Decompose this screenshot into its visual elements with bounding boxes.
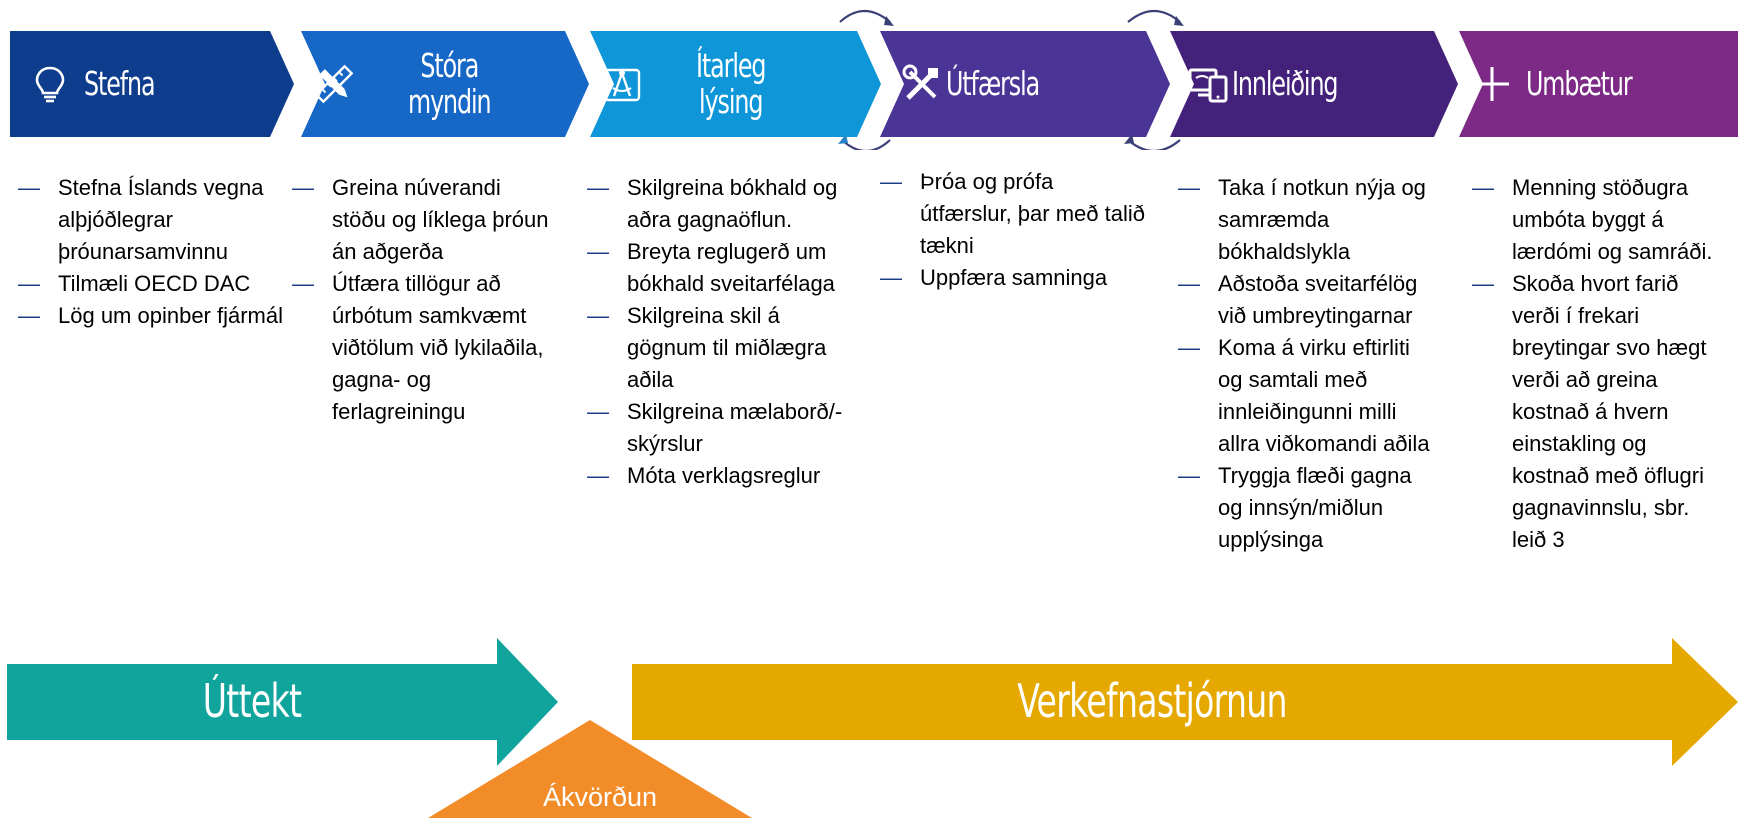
bullet-item: Skilgreina bókhald og aðra gagnaöflun. xyxy=(587,172,855,236)
bullet-item: Skilgreina skil á gögnum til miðlægra að… xyxy=(587,300,855,396)
bullet-item: Þróa og prófa útfærslur, þar með talið t… xyxy=(880,166,1148,262)
phase-5-chevron xyxy=(1170,31,1458,137)
phase-1-chevron xyxy=(10,31,294,137)
bullet-item: Greina núverandi stöðu og líklega þróun … xyxy=(292,172,560,268)
column-itarleg-lysing: Skilgreina bókhald og aðra gagnaöflun. B… xyxy=(587,172,855,492)
plus-icon xyxy=(1475,67,1509,101)
column-stora-myndin: Greina núverandi stöðu og líklega þróun … xyxy=(292,172,560,428)
uttekt-label: Úttekt xyxy=(202,674,302,728)
ruler-pencil-icon xyxy=(314,64,354,104)
lightbulb-icon xyxy=(35,66,65,103)
column-utfaersla: Þróa og prófa útfærslur, þar með talið t… xyxy=(880,166,1148,294)
phase-chevron-row: Stefna Stóra myndin Ítarle xyxy=(0,0,1738,150)
bullet-item: Móta verklagsreglur xyxy=(587,460,855,492)
bullet-item: Stefna Íslands vegna alþjóðlegrar þróuna… xyxy=(18,172,286,268)
bullet-item: Útfæra tillögur að úrbótum samkvæmt viðt… xyxy=(292,268,560,428)
phase-innleiding: Innleiðing xyxy=(1188,30,1448,138)
phase-label: Ítarleg lýsing xyxy=(696,46,766,121)
column-stefna: Stefna Íslands vegna alþjóðlegrar þróuna… xyxy=(18,172,286,332)
cycle-arrows-3-4 xyxy=(838,9,894,150)
bullet-item: Tilmæli OECD DAC xyxy=(18,268,286,300)
bullet-item: Koma á virku eftirliti og samtali með in… xyxy=(1178,332,1438,460)
bullet-item: Tryggja flæði gagna og innsýn/miðlun upp… xyxy=(1178,460,1438,556)
phase-itarleg-lysing: Ítarleg lýsing xyxy=(602,30,862,138)
bullet-item: Lög um opinber fjármál xyxy=(18,300,286,332)
akvordun-label: Ákvörðun xyxy=(542,782,658,812)
phase-2-chevron xyxy=(301,31,589,137)
phase-label: Stefna xyxy=(84,64,156,103)
column-innleiding: Taka í notkun nýja og samræmda bókhaldsl… xyxy=(1178,172,1438,556)
phase-utfaersla: Útfærsla xyxy=(902,30,1162,138)
bullet-item: Aðstoða sveitarfélög við umbreytingarnar xyxy=(1178,268,1438,332)
bullet-item: Uppfæra samninga xyxy=(880,262,1148,294)
phase-6-chevron xyxy=(1459,31,1738,137)
phase-label: Stóra myndin xyxy=(408,46,492,121)
tools-icon xyxy=(902,64,938,100)
phase-label: Útfærsla xyxy=(946,64,1040,103)
bullet-item: Skilgreina mælaborð/-skýrslur xyxy=(587,396,855,460)
bullet-item: Menning stöðugra umbóta byggt á lærdómi … xyxy=(1472,172,1722,268)
chevron-shapes xyxy=(10,9,1738,150)
bullet-item: Taka í notkun nýja og samræmda bókhaldsl… xyxy=(1178,172,1438,268)
phase-stefna: Stefna xyxy=(30,30,290,138)
phase-label: Umbætur xyxy=(1526,64,1633,103)
verkefnastjornun-label: Verkefnastjórnun xyxy=(1017,674,1287,728)
phase-label: Innleiðing xyxy=(1232,64,1339,103)
phase-stora-myndin: Stóra myndin xyxy=(314,30,574,138)
column-umbaetur: Menning stöðugra umbóta byggt á lærdómi … xyxy=(1472,172,1722,556)
phase-4-chevron xyxy=(880,31,1170,137)
devices-icon xyxy=(1188,68,1228,103)
phase-umbaetur: Umbætur xyxy=(1472,30,1732,138)
phase-3-chevron xyxy=(590,31,881,137)
bullet-item: Skoða hvort farið verði í frekari breyti… xyxy=(1472,268,1722,556)
bullet-item: Breyta reglugerð um bókhald sveitarfélag… xyxy=(587,236,855,300)
drafting-compass-icon xyxy=(603,68,641,102)
cycle-arrows-4-5 xyxy=(1124,9,1184,150)
